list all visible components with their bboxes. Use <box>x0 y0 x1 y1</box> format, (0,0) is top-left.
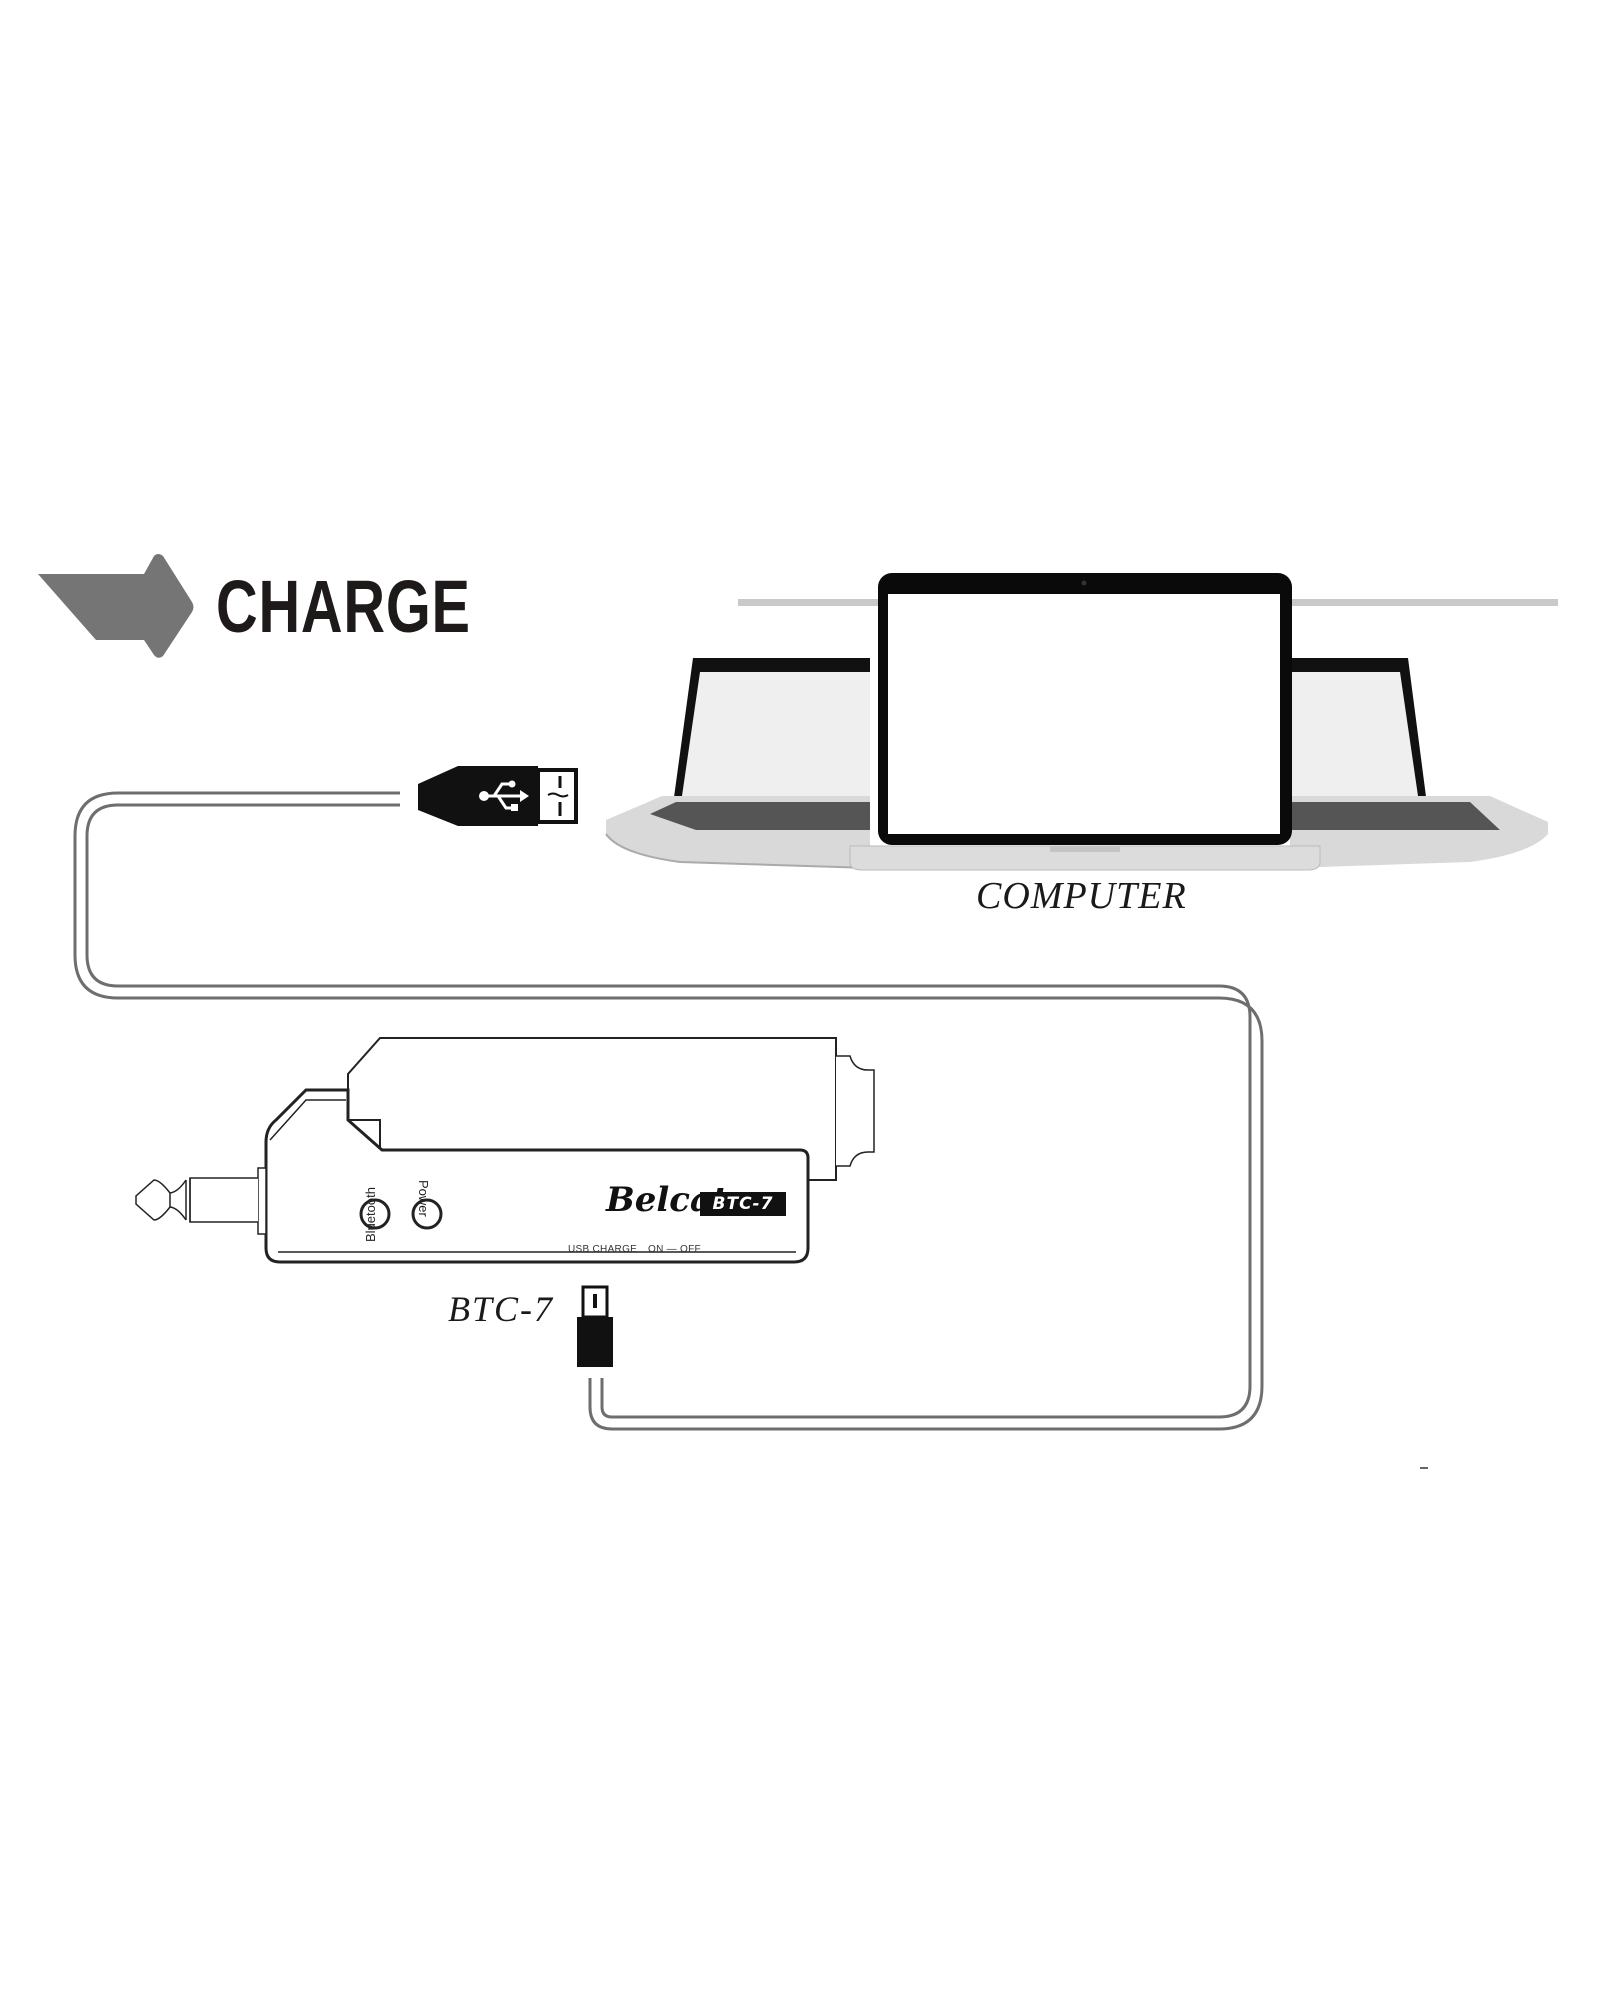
on-off-switch-label: ON — OFF <box>648 1244 701 1255</box>
computer-label: COMPUTER <box>976 875 1187 917</box>
usb-a-plug-icon <box>418 766 578 826</box>
bluetooth-label: Bluetooth <box>363 1187 378 1242</box>
laptop-icon <box>1290 658 1548 868</box>
micro-usb-plug-icon <box>577 1285 613 1367</box>
usb-icon <box>479 780 529 811</box>
laptop-icon <box>605 658 871 869</box>
laptop-group <box>605 573 1548 871</box>
stray-mark <box>1420 1467 1428 1469</box>
btc7-device <box>135 1037 875 1264</box>
input-jack-icon <box>836 1055 875 1167</box>
quarter-inch-jack-icon <box>135 1167 267 1235</box>
usb-charge-label: USB CHARGE <box>568 1244 638 1255</box>
bluetooth-led <box>359 1198 391 1230</box>
laptop-icon <box>849 573 1321 871</box>
model-badge: BTC-7 <box>700 1192 786 1216</box>
power-led <box>411 1198 443 1230</box>
right-arrow-icon <box>38 554 194 658</box>
device-label: BTC-7 <box>448 1289 555 1329</box>
power-label: Power <box>416 1180 431 1217</box>
page-title: CHARGE <box>216 565 471 648</box>
